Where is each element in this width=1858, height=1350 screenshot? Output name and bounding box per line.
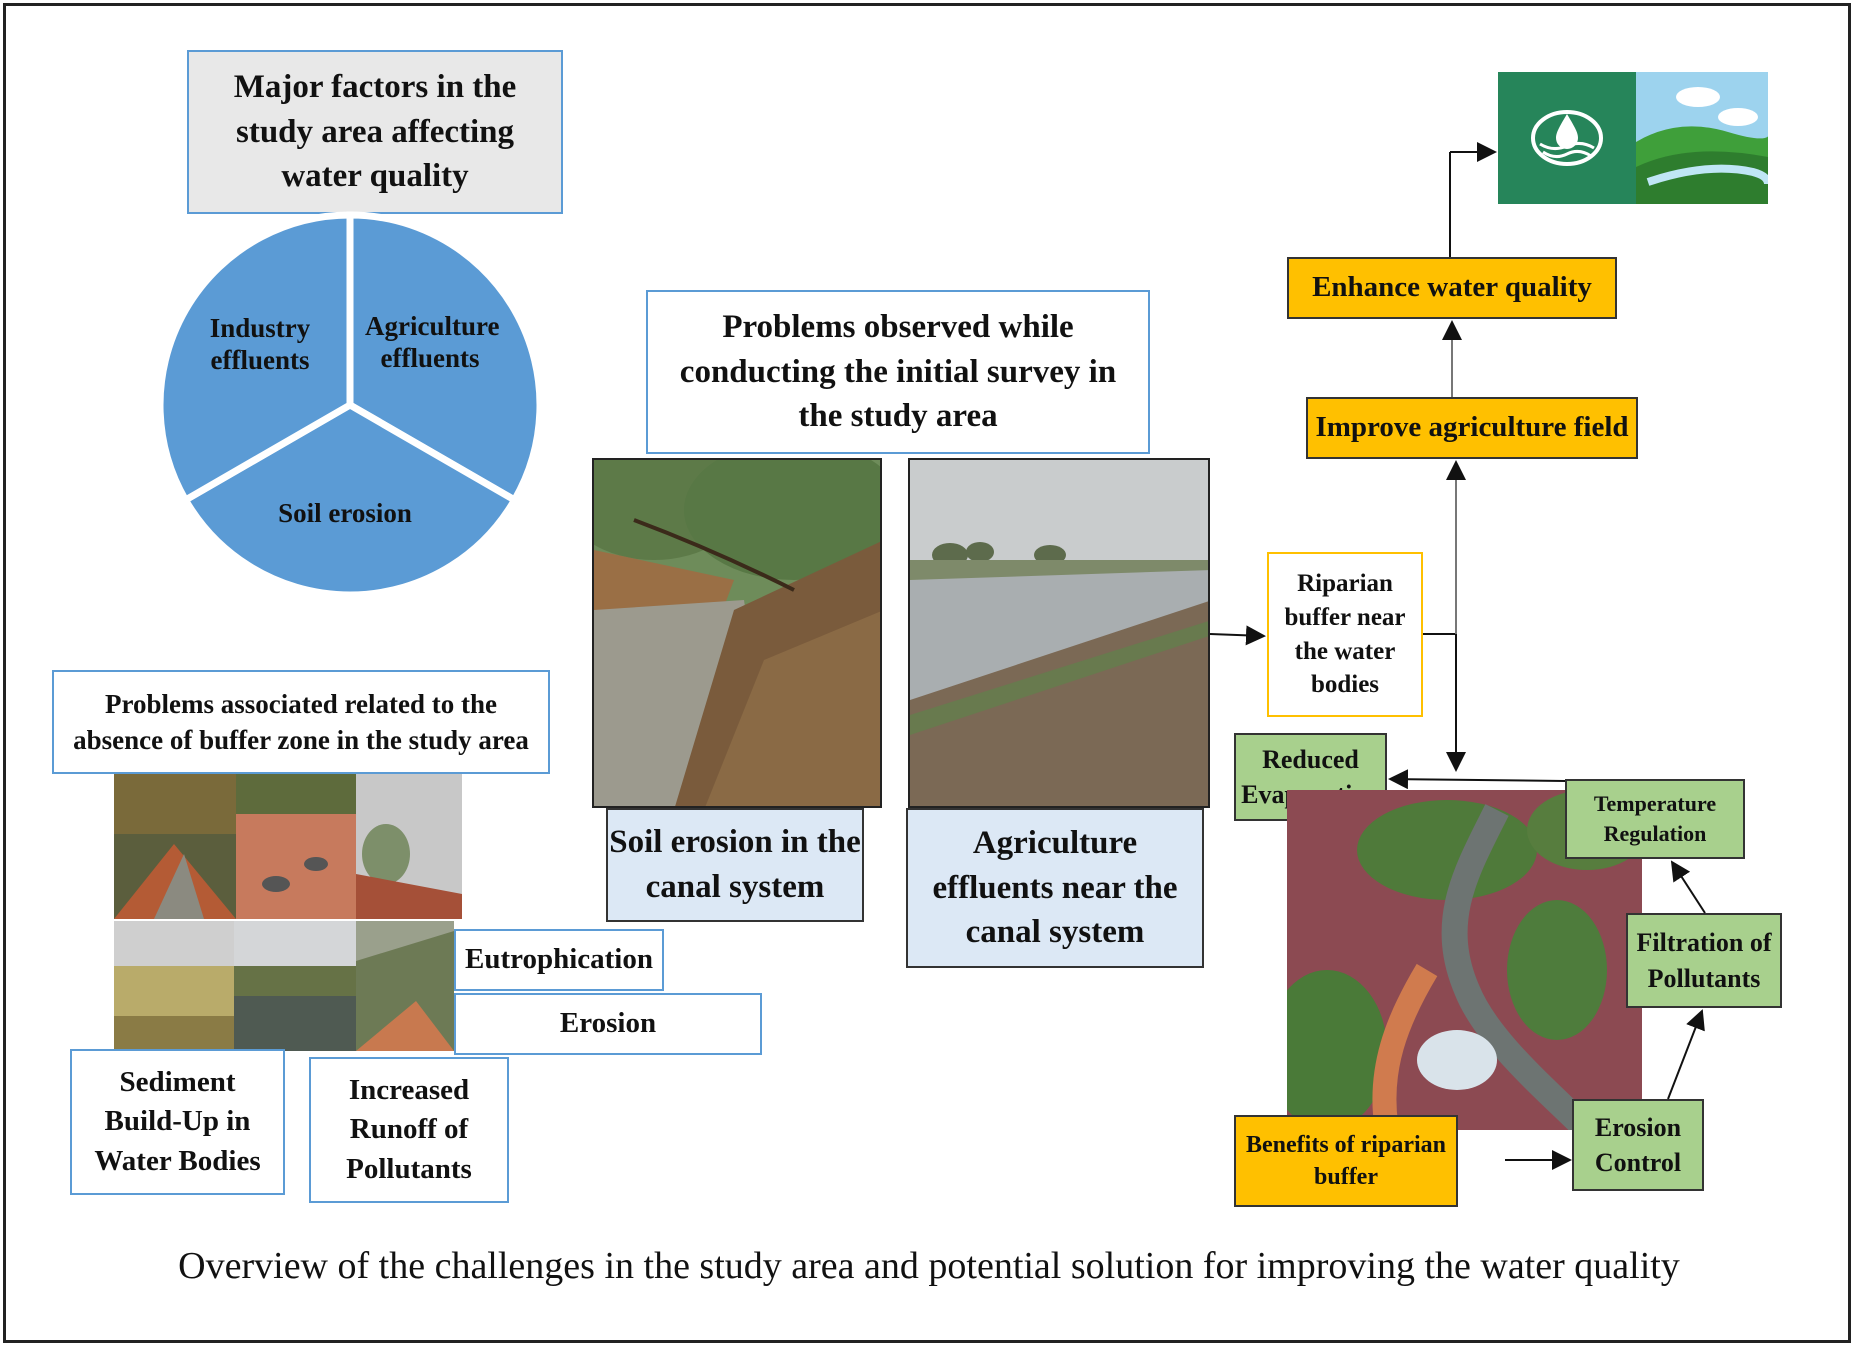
factors-title: Major factors in the study area affectin…: [233, 69, 517, 195]
pie-label-industry: Industry effluents: [209, 313, 311, 376]
filtration-label: Filtration of Pollutants: [1636, 928, 1772, 993]
temperature-label: Temperature Regulation: [1593, 791, 1717, 846]
riparian-buffer-box: Riparian buffer near the water bodies: [1267, 552, 1423, 717]
eutrophication-box: Eutrophication: [454, 929, 664, 991]
buffer-title-box: Problems associated related to the absen…: [52, 670, 550, 774]
survey-title-box: Problems observed while conducting the i…: [646, 290, 1150, 454]
river-photo-3: [356, 774, 462, 919]
canal-erosion-photo: [592, 458, 882, 808]
eutrophication-label: Eutrophication: [464, 943, 653, 976]
runoff-box: Increased Runoff of Pollutants: [309, 1057, 509, 1203]
canal-agriculture-photo: [908, 458, 1210, 808]
benefits-box: Benefits of riparian buffer: [1234, 1115, 1458, 1207]
erosion-control-box: Erosion Control: [1572, 1099, 1704, 1191]
figure-caption: Overview of the challenges in the study …: [178, 1245, 1680, 1287]
sediment-label: Sediment Build-Up in Water Bodies: [94, 1066, 261, 1177]
water-quality-icon: [1498, 72, 1768, 204]
riparian-aerial-photo: [1287, 790, 1642, 1130]
temperature-regulation-box: Temperature Regulation: [1565, 779, 1745, 859]
photo2-caption-box: Agriculture effluents near the canal sys…: [906, 808, 1204, 968]
river-photo-1: [114, 774, 236, 919]
filtration-box: Filtration of Pollutants: [1626, 913, 1782, 1008]
buffer-title: Problems associated related to the absen…: [73, 688, 529, 755]
factors-title-box: Major factors in the study area affectin…: [187, 50, 563, 214]
riparian-label: Riparian buffer near the water bodies: [1284, 570, 1406, 699]
improve-label: Improve agriculture field: [1315, 411, 1629, 444]
sediment-box: Sediment Build-Up in Water Bodies: [70, 1049, 285, 1195]
erosion-label: Erosion: [559, 1007, 657, 1040]
erosion-box: Erosion: [454, 993, 762, 1055]
river-photo-2: [236, 774, 356, 919]
improve-agriculture-box: Improve agriculture field: [1306, 397, 1638, 459]
benefits-label: Benefits of riparian buffer: [1246, 1131, 1446, 1190]
river-photo-4: [114, 921, 234, 1051]
survey-title: Problems observed while conducting the i…: [679, 309, 1117, 435]
river-photo-6: [356, 921, 454, 1051]
figure-frame: [3, 3, 1851, 1343]
enhance-label: Enhance water quality: [1312, 271, 1592, 304]
photo1-caption-box: Soil erosion in the canal system: [606, 808, 864, 922]
enhance-water-quality-box: Enhance water quality: [1287, 257, 1617, 319]
pie-label-soil-erosion: Soil erosion: [278, 498, 412, 528]
photo1-caption: Soil erosion in the canal system: [609, 824, 861, 905]
photo2-caption: Agriculture effluents near the canal sys…: [932, 825, 1178, 951]
erosion-control-label: Erosion Control: [1594, 1112, 1682, 1177]
river-photo-5: [234, 921, 356, 1051]
runoff-label: Increased Runoff of Pollutants: [346, 1074, 472, 1185]
pie-label-agriculture: Agriculture effluents: [365, 311, 500, 374]
